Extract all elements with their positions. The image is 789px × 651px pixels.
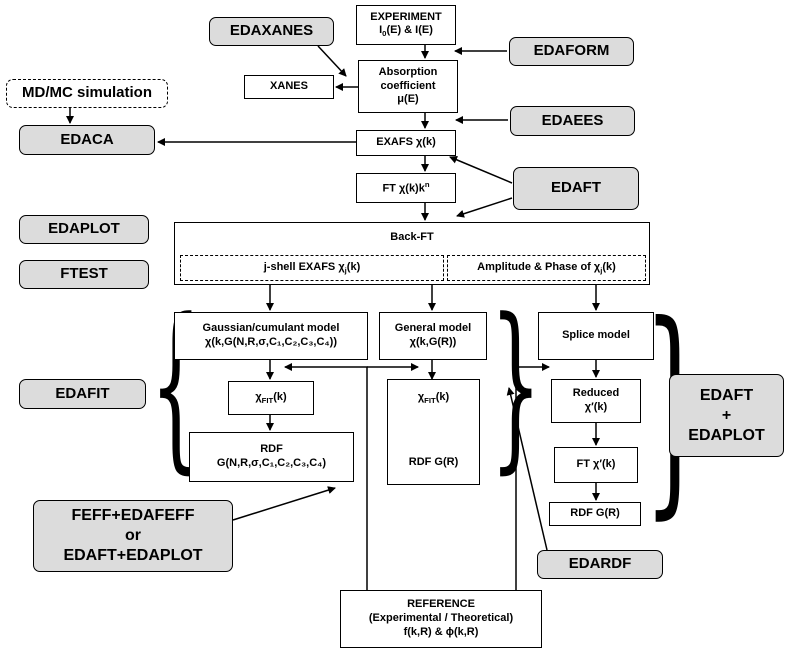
edafit-program: EDAFIT	[19, 379, 146, 409]
reference-box: REFERENCE (Experimental / Theoretical) f…	[340, 590, 542, 648]
experiment-signals: I0(E) & I(E)	[379, 24, 433, 39]
ft-box: FT χ(k)kn	[356, 173, 456, 203]
edardf-program: EDARDF	[537, 550, 663, 579]
ft-prime-box: FT χ′(k)	[554, 447, 638, 483]
xanes-box: XANES	[244, 75, 334, 99]
backft-box: Back-FT	[174, 222, 650, 285]
middle-brace: }	[490, 281, 542, 490]
experiment-title: EXPERIMENT	[370, 10, 442, 23]
chifit-general-box: χFIT(k) RDF G(R)	[387, 379, 480, 485]
edaxanes-program: EDAXANES	[209, 17, 334, 46]
rdf-splice-box: RDF G(R)	[549, 502, 641, 526]
general-model-box: General model χ(k,G(R))	[379, 312, 487, 360]
reduced-box: Reduced χ′(k)	[551, 379, 641, 423]
jshell-box: j-shell EXAFS χj(k)	[180, 255, 444, 281]
gaussian-model-box: Gaussian/cumulant model χ(k,G(N,R,σ,C₁,C…	[174, 312, 368, 360]
edaform-program: EDAFORM	[509, 37, 634, 66]
edaft-edaplot-program: EDAFT + EDAPLOT	[669, 374, 784, 457]
feff-edafeff-program: FEFF+EDAFEFF or EDAFT+EDAPLOT	[33, 500, 233, 572]
chifit-gaussian-box: χFIT(k)	[228, 381, 314, 415]
edaees-program: EDAEES	[510, 106, 635, 136]
exafs-box: EXAFS χ(k)	[356, 130, 456, 156]
experiment-box: EXPERIMENT I0(E) & I(E)	[356, 5, 456, 45]
edaplot-program: EDAPLOT	[19, 215, 149, 244]
amplitude-phase-box: Amplitude & Phase of χj(k)	[447, 255, 646, 281]
absorption-box: Absorption coefficient μ(E)	[358, 60, 458, 113]
edaca-program: EDACA	[19, 125, 155, 155]
rdf-gaussian-box: RDF G(N,R,σ,C₁,C₂,C₃,C₄)	[189, 432, 354, 482]
ftest-program: FTEST	[19, 260, 149, 289]
edaft-program: EDAFT	[513, 167, 639, 210]
mdmc-simulation-box: MD/MC simulation	[6, 79, 168, 108]
splice-model-box: Splice model	[538, 312, 654, 360]
